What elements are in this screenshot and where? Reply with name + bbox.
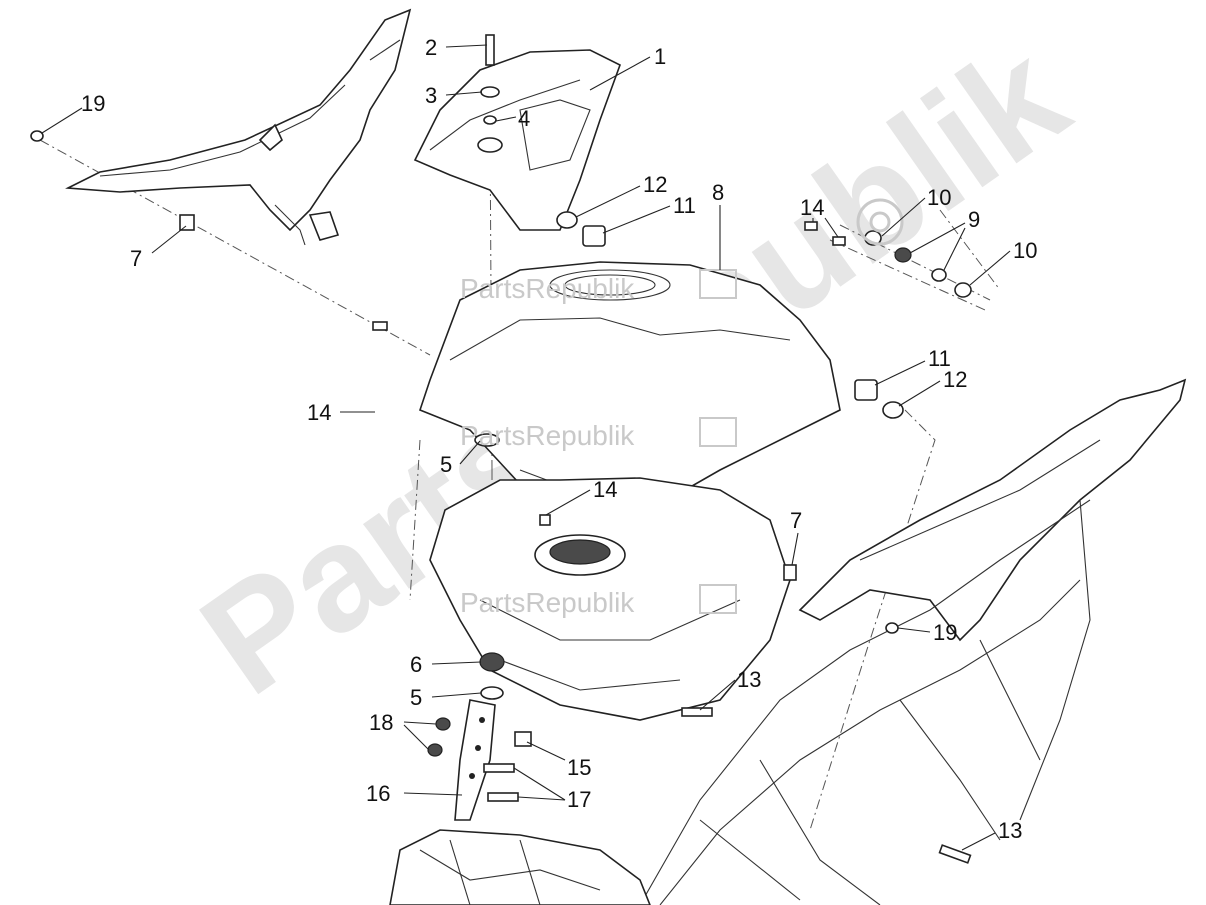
callout-leaders	[41, 44, 1011, 851]
callout-14-lower: 14	[593, 477, 617, 502]
washer-9-lower	[931, 268, 947, 282]
nut-9	[894, 247, 912, 263]
bolt-17-a	[483, 763, 515, 773]
callout-18: 18	[369, 710, 393, 735]
svg-text:PartsRepublik: PartsRepublik	[460, 273, 635, 304]
screw-14-a	[804, 221, 818, 231]
callout-12-right: 12	[943, 367, 967, 392]
gear-icon	[699, 584, 737, 614]
bolt-13-lower	[938, 844, 972, 864]
callout-15: 15	[567, 755, 591, 780]
watermark-small-2: PartsRepublik	[460, 417, 737, 451]
screw-14-left	[372, 321, 388, 331]
spacer-12-upper	[556, 211, 578, 229]
washer-10-lower	[954, 282, 972, 298]
nut-18-b	[427, 743, 443, 757]
callout-10-upper: 10	[927, 185, 951, 210]
clip-7-left	[179, 214, 195, 231]
callout-7-left: 7	[130, 246, 142, 271]
clip-7-right	[783, 564, 797, 581]
callout-12-upper: 12	[643, 172, 667, 197]
gear-icon	[856, 198, 904, 246]
watermark-small-1: PartsRepublik	[460, 269, 737, 304]
callout-labels: 1 2 3 4 5 5 6 7 7 8 9 10 10 11 11 12 12 …	[81, 35, 1037, 843]
callout-13-upper: 13	[737, 667, 761, 692]
spacer-11-upper	[582, 225, 606, 247]
spacer-11-right	[854, 379, 878, 401]
bolt-17-b	[487, 792, 519, 802]
damper-6	[479, 652, 505, 672]
callout-14-upper: 14	[800, 195, 824, 220]
grommet-5-upper	[474, 433, 500, 447]
callout-16: 16	[366, 781, 390, 806]
right-side-panel	[798, 378, 1187, 642]
screw-14-b	[832, 236, 846, 246]
callout-10-lower: 10	[1013, 238, 1037, 263]
callout-7-right: 7	[790, 508, 802, 533]
callout-1: 1	[654, 44, 666, 69]
engine-casing	[389, 829, 651, 905]
tank-front-cover	[413, 49, 621, 231]
gear-icon	[699, 269, 737, 299]
callout-8: 8	[712, 180, 724, 205]
callout-19-left: 19	[81, 91, 105, 116]
tank-bracket	[454, 699, 496, 821]
callout-11-right: 11	[928, 346, 951, 371]
callout-17: 17	[567, 787, 591, 812]
grommet-5-lower	[480, 686, 504, 700]
spacer-12-right	[882, 401, 904, 419]
callout-11-upper: 11	[673, 193, 696, 218]
hardware-parts	[30, 34, 972, 864]
watermark-small-3: PartsRepublik	[460, 584, 737, 618]
callout-14-left: 14	[307, 400, 331, 425]
callout-5-upper: 5	[440, 452, 452, 477]
callout-9: 9	[968, 207, 980, 232]
screw-19-left	[30, 130, 44, 142]
gear-icon	[699, 417, 737, 447]
washer-3	[480, 86, 500, 98]
callout-6: 6	[410, 652, 422, 677]
callout-4: 4	[518, 106, 530, 131]
watermark-gear-large	[856, 198, 904, 246]
grommet-4	[483, 115, 497, 125]
fuel-tank-shell	[419, 261, 841, 521]
bolt-13-upper	[681, 707, 713, 717]
screw-14-lower	[539, 514, 551, 526]
svg-text:PartsRepublik: PartsRepublik	[460, 420, 635, 451]
callout-2: 2	[425, 35, 437, 60]
nut-15	[514, 731, 532, 747]
callout-13-lower: 13	[998, 818, 1022, 843]
screw-19-right	[885, 622, 899, 634]
left-side-panel	[65, 8, 412, 246]
callout-5-lower: 5	[410, 685, 422, 710]
bolt-2	[485, 34, 495, 66]
callout-3: 3	[425, 83, 437, 108]
svg-text:PartsRepublik: PartsRepublik	[460, 587, 635, 618]
callout-19-right: 19	[933, 620, 957, 645]
nut-18-a	[435, 717, 451, 731]
